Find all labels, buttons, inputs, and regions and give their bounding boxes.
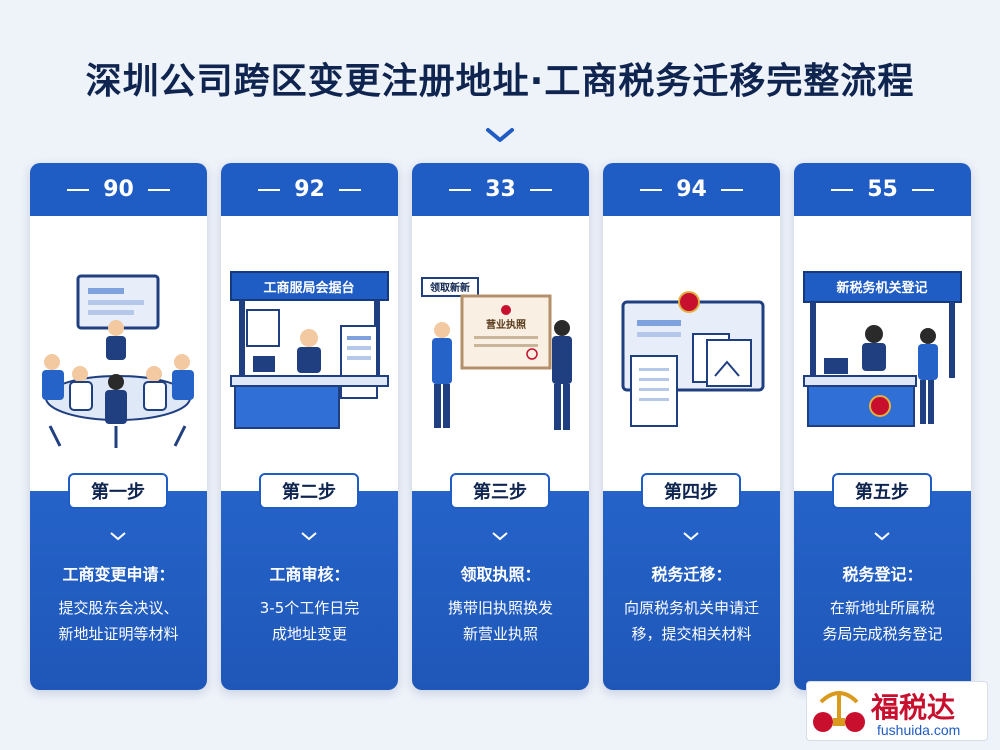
step-number-header: 94 xyxy=(603,163,780,216)
step-number-header: 33 xyxy=(412,163,589,216)
meeting-illustration xyxy=(30,216,207,491)
step-card-4: 94 第四步 税务迁移： 向原税务机关申请迁 移，提交相关材料 xyxy=(603,163,780,690)
chevron-down-icon xyxy=(492,532,508,541)
tax-transfer-illustration xyxy=(603,216,780,491)
step-card-2: 92 工商服局会据台 第二步 工商审核： 3-5个工作日完 成地址变更 xyxy=(221,163,398,690)
tax-registration-illustration: 新税务机关登记 xyxy=(794,216,971,491)
step-number-header: 55 xyxy=(794,163,971,216)
chevron-down-icon xyxy=(301,532,317,541)
step-heading: 领取执照： xyxy=(460,565,541,584)
step-description: 3-5个工作日完 成地址变更 xyxy=(259,599,360,643)
counter-sign-text: 工商服局会据台 xyxy=(263,280,354,296)
step-card-3: 33 领取新新 营业执照 第三步 领取执照： 携带旧执照换发 新营业执照 xyxy=(412,163,589,690)
step-heading: 工商审核： xyxy=(269,565,350,584)
step-info-panel xyxy=(221,491,398,690)
chevron-down-icon xyxy=(486,128,514,142)
step-number-header: 92 xyxy=(221,163,398,216)
step-info-panel xyxy=(412,491,589,690)
step-description: 提交股东会决议、 新地址证明等材料 xyxy=(58,599,179,643)
chevron-down-icon xyxy=(683,532,699,541)
step-badge: 第五步 xyxy=(832,473,932,509)
step-description: 携带旧执照换发 新营业执照 xyxy=(447,599,553,643)
brand-name: 福税达 xyxy=(871,691,956,724)
step-number: 33 xyxy=(485,177,516,202)
chevron-down-icon xyxy=(110,532,126,541)
step-description: 向原税务机关申请迁 移，提交相关材料 xyxy=(623,599,759,643)
step-description: 在新地址所属税 务局完成税务登记 xyxy=(822,599,943,643)
step-card-5: 55 新税务机关登记 第五步 税务登记： 在新地址所属税 务局完成税务登记 xyxy=(794,163,971,690)
chevron-down-icon xyxy=(874,532,890,541)
step-heading: 税务登记： xyxy=(842,565,923,584)
step-number-header: 90 xyxy=(30,163,207,216)
counter-sign-text: 新税务机关登记 xyxy=(836,280,927,296)
brand-url: fushuida.com xyxy=(877,722,961,738)
step-heading: 工商变更申请： xyxy=(62,565,175,584)
step-number: 55 xyxy=(867,177,898,202)
brand-logo: 福税达 fushuida.com xyxy=(806,681,988,741)
step-number: 92 xyxy=(294,177,325,202)
step-heading: 税务迁移： xyxy=(651,565,732,584)
brand-emblem-icon xyxy=(813,691,865,732)
step-number: 94 xyxy=(676,177,707,202)
step-badge: 第一步 xyxy=(68,473,168,509)
license-text: 营业执照 xyxy=(486,318,526,331)
step-card-1: 90 第一步 工商变更申请： 提 xyxy=(30,163,207,690)
step-number: 90 xyxy=(103,177,134,202)
step-info-panel xyxy=(30,491,207,690)
window-sign-text: 领取新新 xyxy=(430,281,470,294)
step-badge: 第四步 xyxy=(641,473,741,509)
license-handover-illustration: 领取新新 营业执照 xyxy=(412,216,589,491)
step-badge: 第二步 xyxy=(259,473,359,509)
step-badge: 第三步 xyxy=(450,473,550,509)
step-info-panel xyxy=(603,491,780,690)
service-counter-illustration: 工商服局会据台 xyxy=(221,216,398,491)
page-title: 深圳公司跨区变更注册地址·工商税务迁移完整流程 xyxy=(85,61,915,102)
step-info-panel xyxy=(794,491,971,690)
